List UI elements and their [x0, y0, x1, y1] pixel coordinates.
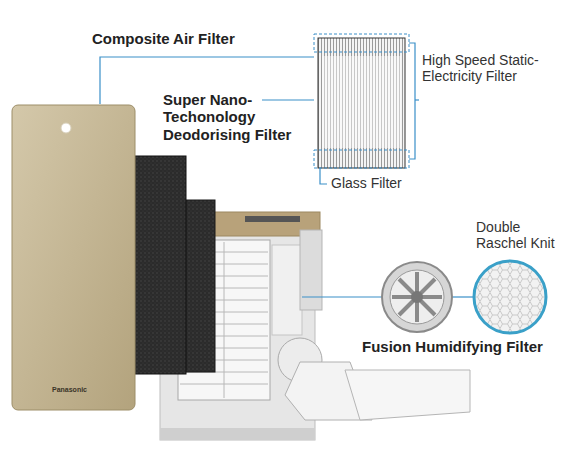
front-panel [12, 105, 135, 410]
leader-lines [100, 57, 474, 297]
part-label: Double Raschel Knit [476, 219, 556, 251]
front-panel-sensor [61, 123, 71, 133]
brand-label: Panasonic [52, 386, 87, 394]
part-label: Fusion Humidifying Filter [362, 338, 543, 355]
humidifying-wheel [382, 262, 452, 332]
part-label: Super Nano-Techonology Deodorising Filte… [163, 91, 315, 143]
part-label: High Speed Static-Electricity Filter [422, 52, 547, 84]
part-label: Glass Filter [331, 175, 402, 191]
part-label: Composite Air Filter [92, 30, 235, 47]
raschel-knit-detail [474, 261, 546, 333]
glass-filter-detail [314, 34, 415, 168]
water-tray [345, 370, 470, 420]
